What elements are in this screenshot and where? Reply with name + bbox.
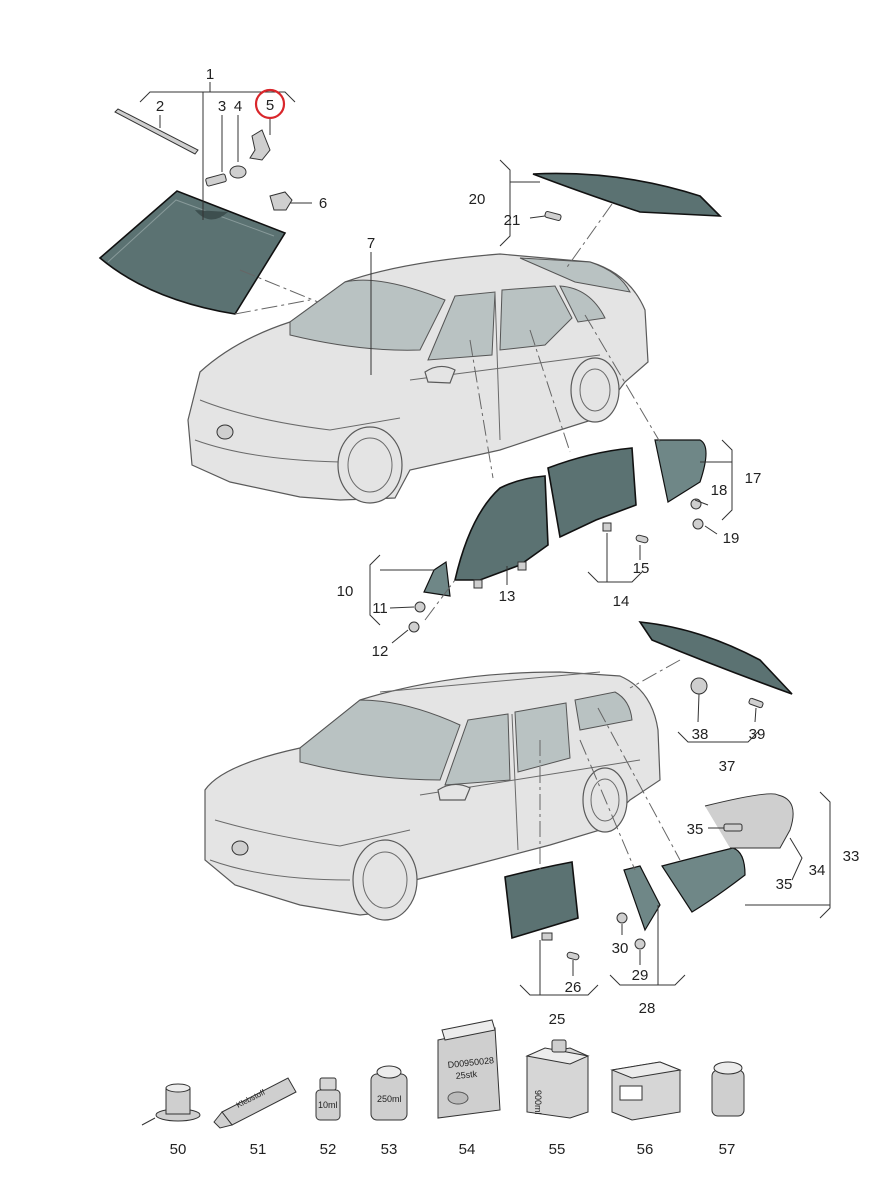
consumables-row: Klebstoff 10ml 250ml D00950028 25stk 900 — [141, 1019, 745, 1129]
callout-21: 21 — [504, 212, 521, 229]
callout-10: 10 — [337, 583, 354, 600]
callout-3: 3 — [218, 98, 226, 115]
callout-34: 34 — [809, 862, 826, 879]
callout-54: 54 — [459, 1141, 476, 1158]
canister-label: 900ml — [533, 1090, 543, 1115]
bottle-52: 10ml — [315, 1077, 341, 1121]
front-quarter-glass-10 — [423, 560, 451, 597]
can-label: 250ml — [377, 1094, 402, 1104]
callout-28: 28 — [639, 1000, 656, 1017]
callout-38: 38 — [692, 726, 709, 743]
callout-7: 7 — [367, 235, 375, 252]
callout-26: 26 — [565, 979, 582, 996]
callout-29: 29 — [632, 967, 649, 984]
container-57 — [711, 1061, 745, 1117]
seal-34 — [704, 793, 794, 849]
callout-4: 4 — [234, 98, 242, 115]
callout-30: 30 — [612, 940, 629, 957]
callout-20: 20 — [469, 191, 486, 208]
sensor-bracket-part-3 — [205, 173, 227, 187]
callout-17: 17 — [745, 470, 762, 487]
bottle-label: 10ml — [318, 1100, 338, 1110]
callout-5: 5 — [266, 97, 274, 114]
estate-rear-door-glass-25 — [504, 861, 579, 940]
rear-window-sedan — [532, 172, 723, 271]
sedan-door-windows — [408, 314, 707, 633]
callout-57: 57 — [719, 1141, 736, 1158]
windscreen-assembly — [98, 108, 319, 315]
callout-14: 14 — [613, 593, 630, 610]
rear-door-glass-14 — [547, 447, 637, 539]
callout-37: 37 — [719, 758, 736, 775]
callout-33: 33 — [843, 848, 860, 865]
callout-52: 52 — [320, 1141, 337, 1158]
front-door-glass-13 — [453, 475, 549, 581]
rear-quarter-glass-17 — [654, 439, 707, 503]
estate-side-glass-33 — [661, 847, 746, 913]
callout-15: 15 — [633, 560, 650, 577]
callout-12: 12 — [372, 643, 389, 660]
callout-50: 50 — [170, 1141, 187, 1158]
callout-35b: 35 — [776, 876, 793, 893]
callout-55: 55 — [549, 1141, 566, 1158]
callout-2: 2 — [156, 98, 164, 115]
highlight-circle-part-5 — [254, 88, 286, 120]
bag-label-line1: D00950028 — [447, 1055, 494, 1070]
adhesive-tube-51: Klebstoff — [213, 1077, 297, 1129]
sensor-part-6 — [269, 191, 293, 211]
callout-56: 56 — [637, 1141, 654, 1158]
callout-11: 11 — [372, 600, 388, 617]
callout-51: 51 — [250, 1141, 267, 1158]
callout-1: 1 — [206, 66, 214, 83]
bracket-part-5 — [249, 129, 271, 161]
leader-lines — [139, 82, 831, 996]
estate-quarter-glass-28 — [623, 865, 661, 932]
callout-6: 6 — [319, 195, 327, 212]
estate-door-windows — [504, 707, 794, 961]
can-53: 250ml — [370, 1065, 408, 1121]
windscreen-glass — [98, 190, 287, 315]
estate-car-illustration — [204, 671, 661, 921]
parts-bag-54: D00950028 25stk — [437, 1019, 501, 1119]
trim-strip-part-2 — [114, 108, 199, 155]
box-56 — [610, 1061, 682, 1121]
pad-part-4 — [229, 165, 247, 179]
callout-13: 13 — [499, 588, 516, 605]
callout-18: 18 — [711, 482, 728, 499]
callout-35a: 35 — [687, 821, 704, 838]
sealing-cord-roll-50 — [141, 1083, 201, 1126]
rear-window-estate — [629, 621, 793, 709]
callout-numbers: 1 2 3 4 5 6 7 10 11 12 13 14 15 17 18 19… — [156, 66, 860, 1158]
callout-53: 53 — [381, 1141, 398, 1158]
callout-19: 19 — [723, 530, 740, 547]
callout-25: 25 — [549, 1011, 566, 1028]
canister-55: 900ml — [525, 1039, 590, 1119]
sedan-car-illustration — [187, 253, 649, 504]
callout-39: 39 — [749, 726, 766, 743]
bag-label-line2: 25stk — [455, 1069, 478, 1081]
